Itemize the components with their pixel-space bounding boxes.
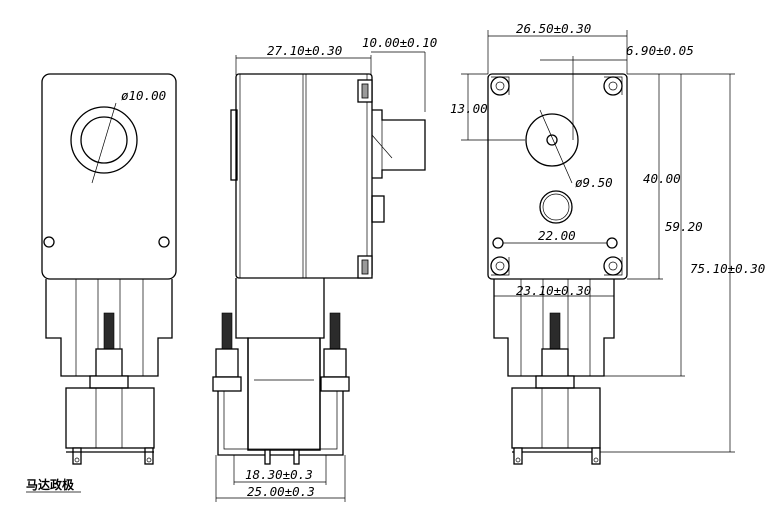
side-shaft-housing (372, 109, 426, 179)
side-left-nut (215, 348, 239, 378)
side-gearbox-outline (235, 278, 325, 451)
rear-shaft-boss (525, 113, 579, 167)
rear-corner-screw-inner (495, 81, 505, 91)
rear-shaft-leader (539, 109, 573, 184)
rear-corner-screw-inner (495, 261, 505, 271)
rear-gearbox-height-label: 59.20 (665, 219, 703, 234)
front-motor-body (41, 73, 177, 280)
rear-motor-body (487, 73, 628, 280)
side-clip-top-inner (361, 83, 369, 99)
rear-lower-hole-inner (542, 193, 570, 221)
front-mount-hole-right (158, 236, 170, 248)
rear-corner-screw-inner (608, 261, 618, 271)
side-shaft-label: 10.00±0.10 (362, 35, 437, 50)
side-small-tab (371, 195, 385, 223)
rear-mount-hole-right (606, 237, 618, 249)
side-width-label: 27.10±0.30 (267, 43, 342, 58)
rear-terminal-hole (515, 457, 521, 463)
rear-corner-screw (603, 76, 623, 96)
front-shaft-boss-outer (70, 106, 138, 174)
rear-terminal-right (591, 447, 601, 465)
front-diameter-leader (91, 102, 117, 184)
side-motor-body (235, 73, 373, 279)
rear-body-height-label: 40.00 (643, 171, 681, 186)
rear-view: 26.50±0.30 6.90±0.05 13.00 ø9.50 22.00 (450, 21, 765, 465)
rear-mount-hole-left (492, 237, 504, 249)
front-hole-diameter-label: ø10.00 (121, 88, 166, 103)
front-nut-lower (89, 375, 129, 389)
front-shaft-boss-inner (80, 116, 128, 164)
rear-corner-screw-inner (608, 81, 618, 91)
front-thread-stud (103, 312, 115, 350)
rear-terminal-hole (593, 457, 599, 463)
rear-corner-screw (603, 256, 623, 276)
front-terminal-block (65, 387, 155, 449)
side-u-bracket (217, 391, 344, 456)
rear-width-label: 26.50±0.30 (516, 21, 591, 36)
front-caption: 马达政极 (26, 477, 75, 492)
side-left-stud (221, 312, 233, 350)
side-left-tab (230, 109, 238, 181)
side-right-nut-lower (320, 376, 350, 392)
side-outer-width-label: 25.00±0.3 (247, 484, 315, 499)
front-terminal-right (144, 447, 154, 465)
rear-corner-brackets (491, 76, 623, 276)
side-shaft-line (371, 134, 393, 159)
rear-base-width-label: 23.10±0.30 (516, 283, 591, 298)
side-clip-bottom-inner (361, 259, 369, 275)
rear-shaft-diameter-label: ø9.50 (575, 175, 613, 190)
rear-terminal-left (513, 447, 523, 465)
rear-nut (541, 348, 569, 380)
rear-nut-lower (535, 375, 575, 389)
rear-hole-spacing-label: 22.00 (538, 228, 576, 243)
front-view: ø10.00 马达政极 (26, 73, 177, 493)
front-terminal-hole (146, 457, 152, 463)
front-terminal-left (72, 447, 82, 465)
side-right-stud (329, 312, 341, 350)
rear-total-height-label: 75.10±0.30 (690, 261, 765, 276)
front-mount-hole-left (43, 236, 55, 248)
rear-corner-screw (490, 76, 510, 96)
rear-shaft (546, 134, 558, 146)
side-inner-width-label: 18.30±0.3 (245, 467, 313, 482)
side-terminal-left (264, 449, 271, 465)
rear-corner-screw (490, 256, 510, 276)
rear-thread-stud (549, 312, 561, 350)
side-inner-box (247, 337, 321, 451)
front-terminal-hole (74, 457, 80, 463)
rear-terminal-block (511, 387, 601, 449)
side-left-nut-lower (212, 376, 242, 392)
rear-lower-hole-outer (539, 190, 573, 224)
side-terminal-right (293, 449, 300, 465)
side-right-nut (323, 348, 347, 378)
front-nut (95, 348, 123, 380)
side-u-bracket-inner (223, 391, 338, 450)
rear-offset-label: 6.90±0.05 (626, 43, 694, 58)
side-view: 27.10±0.30 10.00±0.10 (212, 35, 437, 502)
rear-top-offset-label: 13.00 (450, 101, 488, 116)
